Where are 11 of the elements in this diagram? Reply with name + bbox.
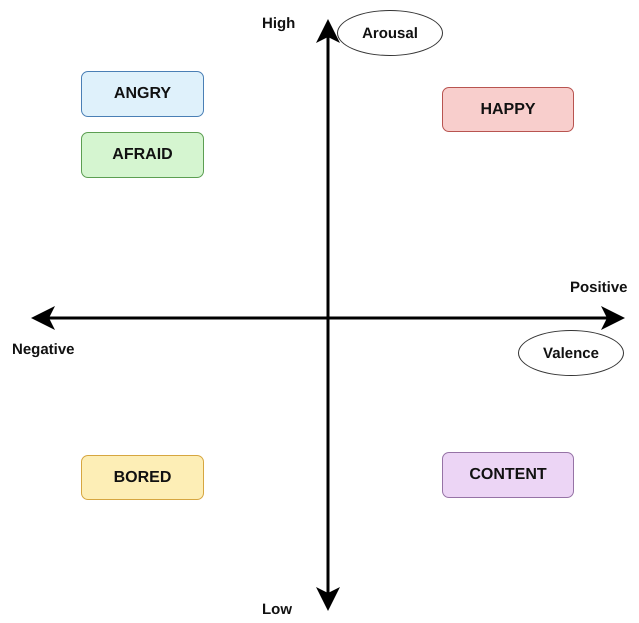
ellipse: Valence (518, 330, 624, 376)
ellipse: Arousal (337, 10, 443, 56)
emotion-box: HAPPY (442, 87, 574, 132)
axis-label: Negative (12, 341, 75, 358)
emotion-box: BORED (81, 455, 204, 500)
axis-label: Positive (570, 279, 628, 296)
emotion-box: CONTENT (442, 452, 574, 498)
axis-label: High (262, 15, 296, 32)
axis-label: Low (262, 601, 292, 618)
emotion-box: AFRAID (81, 132, 204, 178)
emotion-box: ANGRY (81, 71, 204, 117)
